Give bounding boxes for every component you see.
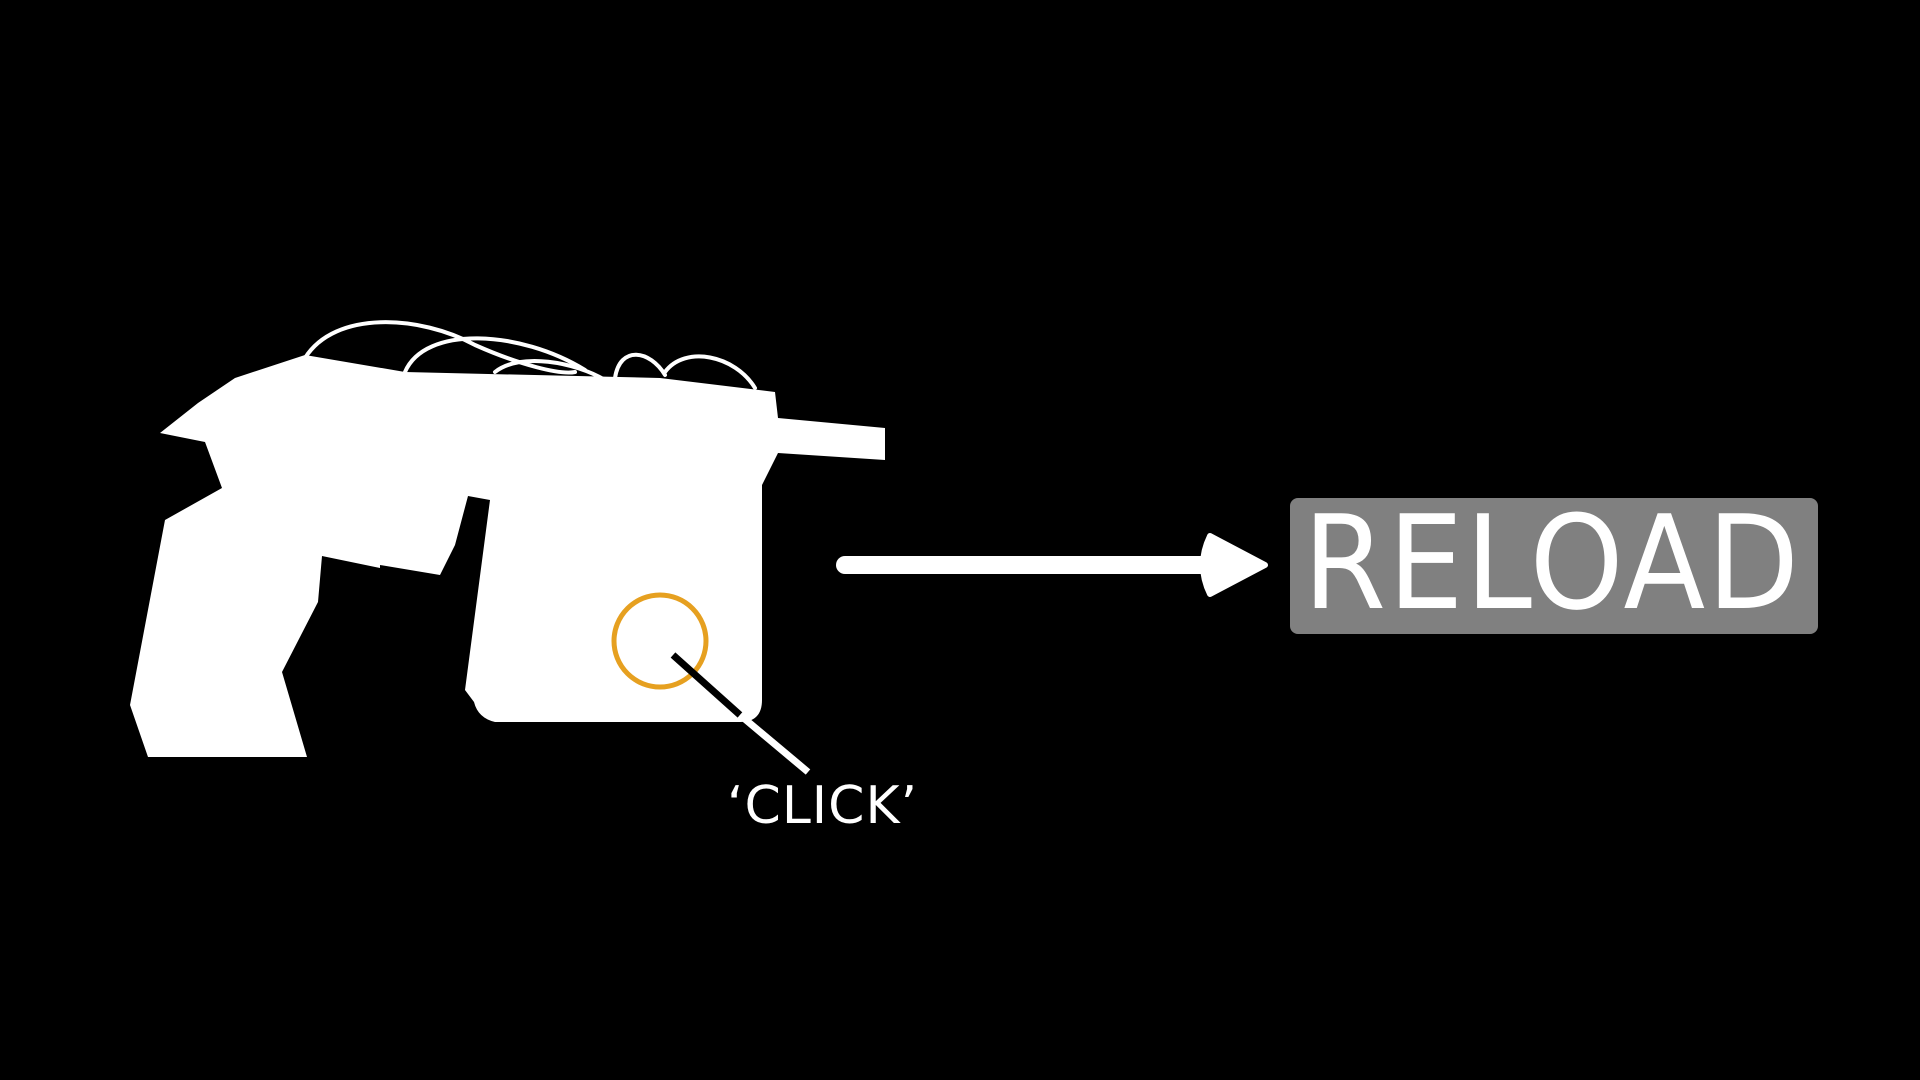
- arrow-right-icon: [836, 533, 1268, 597]
- gun-body: [130, 355, 885, 757]
- callout-leader-line: [670, 652, 811, 775]
- click-ring-icon: [611, 592, 709, 690]
- click-callout-label: ‘CLICK’: [727, 776, 918, 836]
- reload-label: RELOAD: [1303, 487, 1801, 639]
- gun-silhouette-icon: [130, 320, 885, 757]
- wire-coils: [303, 320, 757, 390]
- reload-result-box: RELOAD: [1290, 487, 1818, 639]
